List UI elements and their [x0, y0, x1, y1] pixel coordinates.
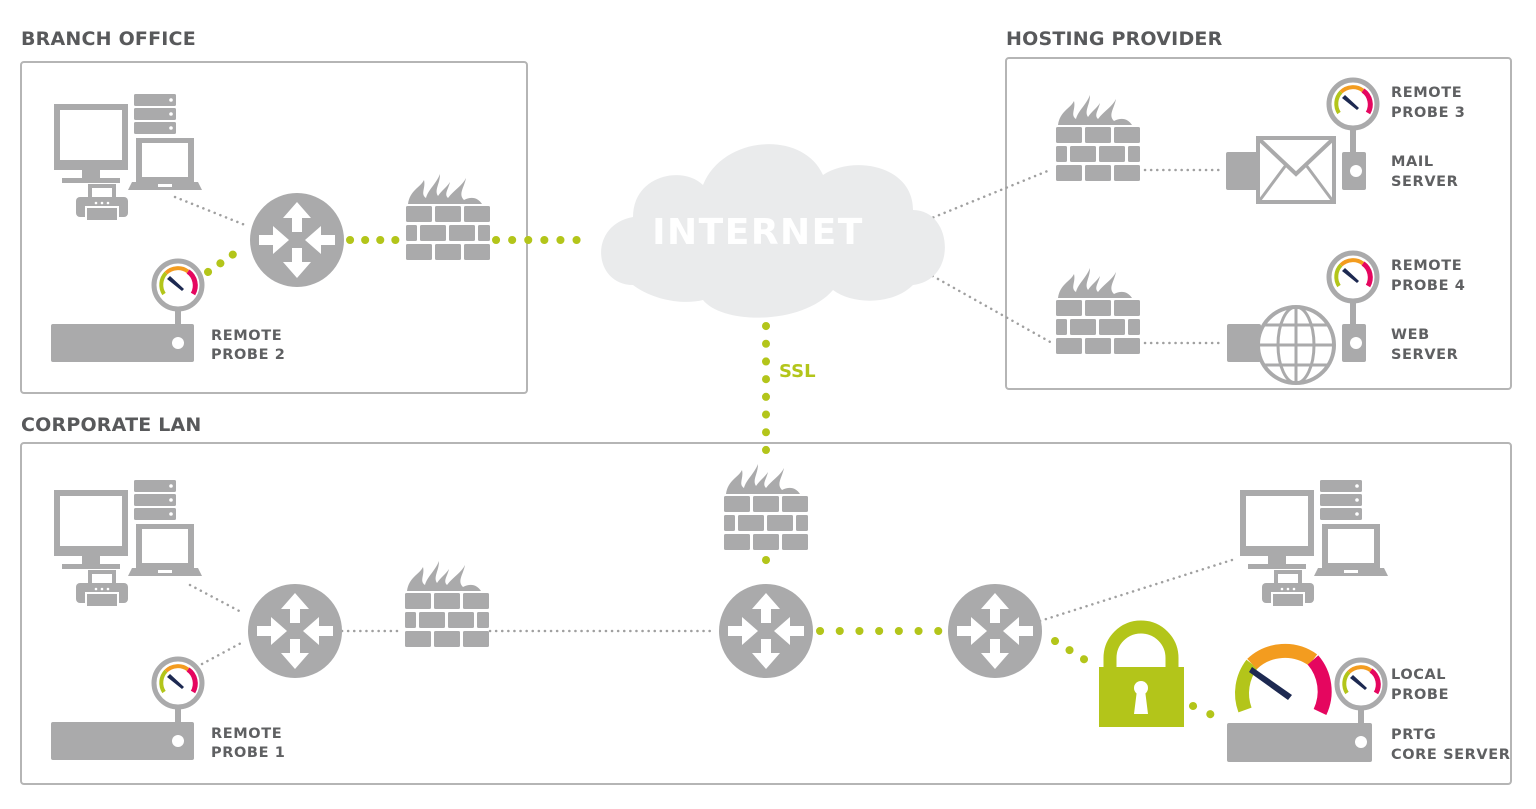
remote-probe-4-label-line2: PROBE 4: [1391, 278, 1465, 294]
gauge-icon: [1329, 80, 1377, 128]
mail-server-label-line1: MAIL: [1391, 154, 1434, 170]
lock-icon: [1099, 620, 1184, 727]
envelope-icon: [1256, 136, 1336, 204]
lan-router-right-icon: [948, 584, 1042, 678]
lan-router-left-icon: [248, 584, 342, 678]
zone-title-corporate-lan: CORPORATE LAN: [21, 414, 202, 436]
web-server-label-line1: WEB: [1391, 327, 1430, 343]
remote-probe-2-device: [51, 261, 202, 362]
remote-probe-1-device: [51, 659, 202, 760]
local-probe-label-line1: LOCAL: [1391, 667, 1446, 683]
internet-label: INTERNET: [652, 212, 864, 253]
remote-probe-1-label-line2: PROBE 1: [211, 745, 285, 761]
remote-probe-2-label-line1: REMOTE: [211, 328, 282, 344]
gauge-icon: [1337, 660, 1385, 708]
mail-server-label-line2: SERVER: [1391, 174, 1458, 190]
large-gauge-icon: [1235, 643, 1332, 716]
gauge-icon: [154, 261, 202, 309]
ssl-label: SSL: [779, 361, 816, 382]
gray-links: [173, 168, 1234, 666]
zone-title-hosting-provider: HOSTING PROVIDER: [1006, 28, 1223, 50]
web-server-label-line2: SERVER: [1391, 347, 1458, 363]
lan-router-core-icon: [719, 584, 813, 678]
prtg-core-server-device: [1227, 643, 1385, 762]
remote-probe-2-label-line2: PROBE 2: [211, 347, 285, 363]
local-probe-label-line2: PROBE: [1391, 687, 1449, 703]
link-router-lock: [1051, 637, 1094, 667]
core-server-label-line2: CORE SERVER: [1391, 747, 1511, 763]
gauge-icon: [1329, 253, 1377, 301]
green-links: [204, 236, 1216, 719]
branch-router-icon: [250, 193, 344, 287]
link-internet-hosting-fw2: [920, 268, 1054, 345]
remote-probe-1-label-line1: REMOTE: [211, 726, 282, 742]
link-lan-workstations-router: [188, 583, 245, 615]
remote-probe-3-label-line2: PROBE 3: [1391, 105, 1465, 121]
link-probe1-router: [200, 640, 245, 666]
gauge-icon: [154, 659, 202, 707]
remote-probe-3-label-line1: REMOTE: [1391, 85, 1462, 101]
link-lock-core-server: [1189, 702, 1216, 719]
link-internet-hosting-fw1: [920, 168, 1052, 224]
web-server-device: [1227, 253, 1377, 385]
probe-server-box: [51, 324, 194, 362]
globe-icon: [1256, 305, 1336, 385]
remote-probe-4-label-line1: REMOTE: [1391, 258, 1462, 274]
probe-server-box: [51, 722, 194, 760]
mail-server-device: [1226, 80, 1377, 204]
link-branch-workstations-router: [173, 195, 247, 227]
core-server-box: [1227, 723, 1372, 762]
core-server-label-line1: PRTG: [1391, 727, 1436, 743]
zone-title-branch-office: BRANCH OFFICE: [21, 28, 196, 50]
